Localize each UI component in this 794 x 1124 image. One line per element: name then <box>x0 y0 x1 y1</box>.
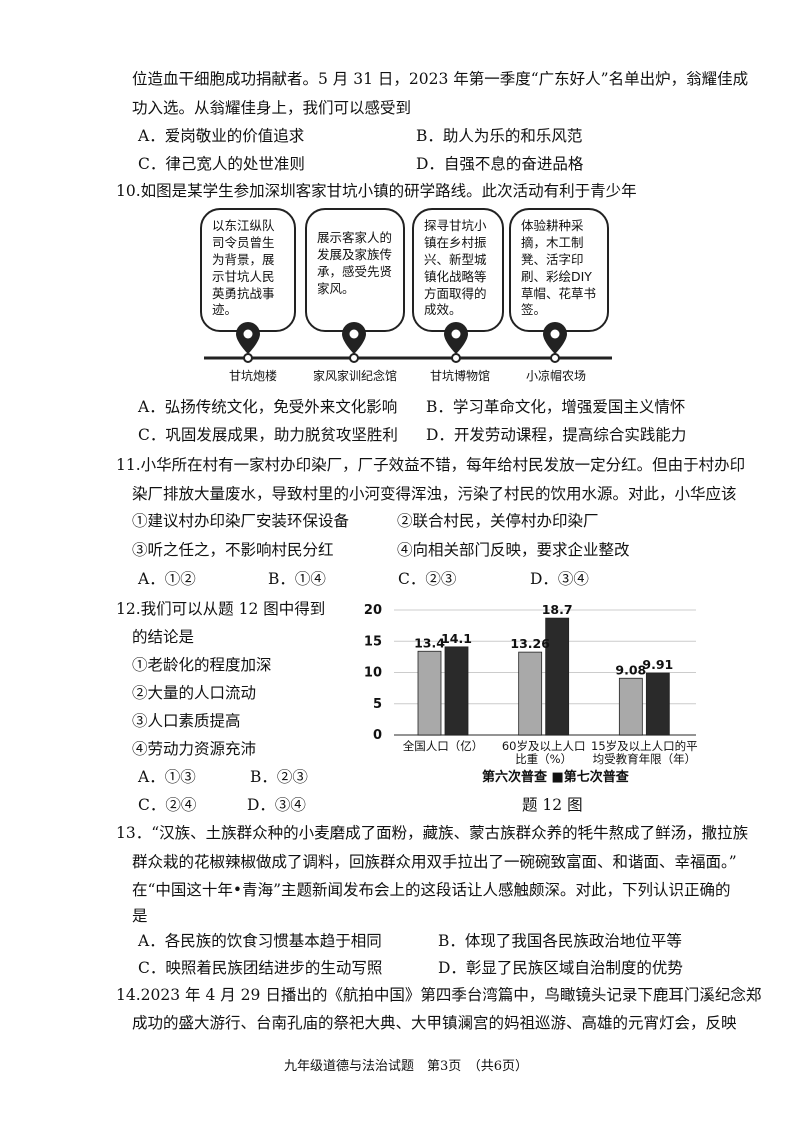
q10-option-a: A．弘扬传统文化，免受外来文化影响 <box>138 398 398 416</box>
q13-line4: 是 <box>132 907 148 925</box>
route-stop-box-4: 体验耕种采摘，木工制凳、活字印刷、彩绘DIY草帽、花草书签。 <box>509 208 609 332</box>
q11-item-2: ②联合村民，关停村办印染厂 <box>397 512 599 530</box>
q11-option-d: D．③④ <box>530 570 589 588</box>
chart-bar <box>618 677 643 736</box>
q10-option-b: B．学习革命文化，增强爱国主义情怀 <box>426 398 686 416</box>
chart-bar <box>518 651 543 736</box>
q9-option-c: C．律己宽人的处世准则 <box>138 155 305 173</box>
chart-category-label: 60岁及以上人口 <box>502 739 586 753</box>
chart-bar <box>645 672 670 736</box>
chart-category-label: 全国人口（亿） <box>403 739 484 753</box>
chart-category-label: 15岁及以上人口的平 <box>591 739 698 753</box>
route-stop-name-3: 甘坑博物馆 <box>430 369 491 383</box>
q12-item-2: ②大量的人口流动 <box>132 684 257 702</box>
map-pin-icon <box>444 322 468 363</box>
q14-line2: 成功的盛大游行、台南孔庙的祭祀大典、大甲镇澜宫的妈祖巡游、高雄的元宵灯会，反映 <box>132 1014 737 1032</box>
q12-item-1: ①老龄化的程度加深 <box>132 656 272 674</box>
q11-option-c: C．②③ <box>398 570 457 588</box>
q11-option-a: A．①② <box>138 570 196 588</box>
chart-data-label: 14.1 <box>441 631 472 646</box>
map-pin-icon <box>342 322 366 363</box>
population-census-bar-chart: 20 15 10 5 0 13.414.1 13.26 18.7 9.089.91 全国人口（… <box>364 602 698 766</box>
chart-y-ticks: 20 15 10 5 0 <box>364 603 382 743</box>
chart-y-tick-label: 20 <box>364 603 382 618</box>
q13-line2: 群众栽的花椒辣椒做成了调料，回族群众用双手拉出了一碗碗致富面、和谐面、幸福面。” <box>132 853 737 871</box>
chart-bar <box>545 617 570 736</box>
q9-option-a: A．爱岗敬业的价值追求 <box>138 127 305 145</box>
chart-data-label: 9.91 <box>642 657 673 672</box>
q9-option-b: B．助人为乐的和乐风范 <box>416 127 583 145</box>
q10-option-d: D．开发劳动课程，提高综合实践能力 <box>426 426 687 444</box>
q9-line1: 位造血干细胞成功捐献者。5 月 31 日，2023 年第一季度“广东好人”名单出… <box>132 70 749 88</box>
q13-option-c: C．映照着民族团结进步的生动写照 <box>138 959 383 977</box>
chart-bar <box>444 646 469 736</box>
chart-y-tick-label: 15 <box>364 634 382 649</box>
q9-line2: 功入选。从翁耀佳身上，我们可以感受到 <box>132 99 412 117</box>
chart-data-label: 18.7 <box>542 602 573 617</box>
q12-item-3: ③人口素质提高 <box>132 712 241 730</box>
q13-line3: 在“中国这十年•青海”主题新闻发布会上的这段话让人感触颇深。对此，下列认识正确的 <box>132 881 731 899</box>
q13-option-b: B．体现了我国各民族政治地位平等 <box>438 932 682 950</box>
chart-category-label: 比重（%） <box>515 752 572 766</box>
chart-y-tick-label: 10 <box>364 666 382 681</box>
q12-line2: 的结论是 <box>132 628 195 646</box>
q12-option-d: D．③④ <box>247 796 306 814</box>
q13-option-d: D．彰显了民族区域自治制度的优势 <box>438 959 683 977</box>
q12-line1: 12.我们可以从题 12 图中得到 <box>116 600 326 618</box>
q10-option-c: C．巩固发展成果，助力脱贫攻坚胜利 <box>138 426 398 444</box>
route-stop-name-1: 甘坑炮楼 <box>229 369 278 383</box>
map-pin-icon <box>236 322 260 363</box>
q11-item-3: ③听之任之，不影响村民分红 <box>132 541 334 559</box>
chart-grid <box>394 609 696 736</box>
q13-option-a: A．各民族的饮食习惯基本趋于相同 <box>138 932 382 950</box>
chart-bars <box>417 617 670 736</box>
q14-line1: 14.2023 年 4 月 29 日播出的《航拍中国》第四季台湾篇中，鸟瞰镜头记… <box>116 986 762 1004</box>
q12-option-b: B．②③ <box>250 768 308 786</box>
route-line <box>204 322 612 363</box>
q12-option-a: A．①③ <box>138 768 196 786</box>
chart-bar <box>417 650 442 736</box>
chart-y-tick-label: 0 <box>373 728 382 743</box>
map-pin-icon <box>543 322 567 363</box>
chart-data-label: 9.08 <box>615 662 646 677</box>
route-stop-box-1: 以东江纵队司令员曾生为背景，展示甘坑人民英勇抗战事迹。 <box>200 208 296 332</box>
q11-line1: 11.小华所在村有一家村办印染厂，厂子效益不错，每年给村民发放一定分红。但由于村… <box>116 456 746 474</box>
chart-data-label: 13.26 <box>510 636 550 651</box>
chart-legend: 第六次普查 ■第七次普查 <box>482 770 629 785</box>
q12-item-4: ④劳动力资源充沛 <box>132 740 257 758</box>
q9-option-d: D．自强不息的奋进品格 <box>416 155 584 173</box>
q11-item-1: ①建议村办印染厂安装环保设备 <box>132 512 350 530</box>
q11-item-4: ④向相关部门反映，要求企业整改 <box>397 541 630 559</box>
q12-option-c: C．②④ <box>138 796 197 814</box>
route-stop-name-2: 家风家训纪念馆 <box>313 369 398 383</box>
figure-caption: 题 12 图 <box>522 796 583 814</box>
q13-line1: 13．“汉族、土族群众种的小麦磨成了面粉，藏族、蒙古族群众养的牦牛熬成了鲜汤，撒… <box>116 824 749 842</box>
chart-data-labels: 13.414.1 13.26 18.7 9.089.91 <box>414 602 673 677</box>
q11-option-b: B．①④ <box>268 570 326 588</box>
q11-line2: 染厂排放大量废水，导致村里的小河变得浑浊，污染了村民的饮用水源。对此，小华应该 <box>132 485 737 503</box>
chart-data-label: 13.4 <box>414 635 445 650</box>
route-stop-box-2: 展示客家人的发展及家族传承，感受先贤家风。 <box>305 208 405 332</box>
chart-category-label: 均受教育年限（年） <box>593 752 697 766</box>
q10-stem: 10.如图是某学生参加深圳客家甘坑小镇的研学路线。此次活动有利于青少年 <box>116 182 637 200</box>
chart-y-tick-label: 5 <box>373 697 382 712</box>
route-stop-name-4: 小凉帽农场 <box>526 369 587 383</box>
route-stop-box-3: 探寻甘坑小镇在乡村振兴、新型城镇化战略等方面取得的成效。 <box>412 208 504 332</box>
page-footer: 九年级道德与法治试题 第3页 （共6页） <box>284 1059 529 1074</box>
